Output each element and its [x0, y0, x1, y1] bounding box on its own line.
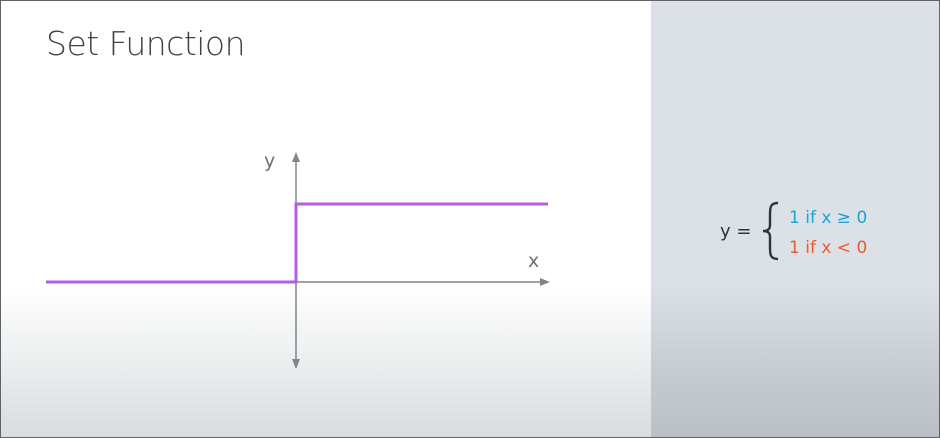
- slide-title: Set Function: [46, 24, 246, 63]
- curly-brace-icon: [762, 201, 779, 261]
- step-function-curve: [46, 202, 548, 284]
- y-axis-arrow-up-icon: [292, 152, 300, 162]
- x-axis-arrow-right-icon: [540, 278, 550, 286]
- slide-left-panel: [1, 1, 651, 437]
- x-axis-label: x: [528, 250, 540, 272]
- equation-lhs: y =: [720, 221, 752, 242]
- y-axis-label: y: [264, 150, 276, 172]
- y-axis-arrow-down-icon: [292, 359, 300, 369]
- equation-case-negative: 1 if x < 0: [789, 238, 868, 258]
- slide-right-panel: [651, 1, 939, 437]
- equation-case-nonnegative: 1 if x ≥ 0: [789, 208, 868, 228]
